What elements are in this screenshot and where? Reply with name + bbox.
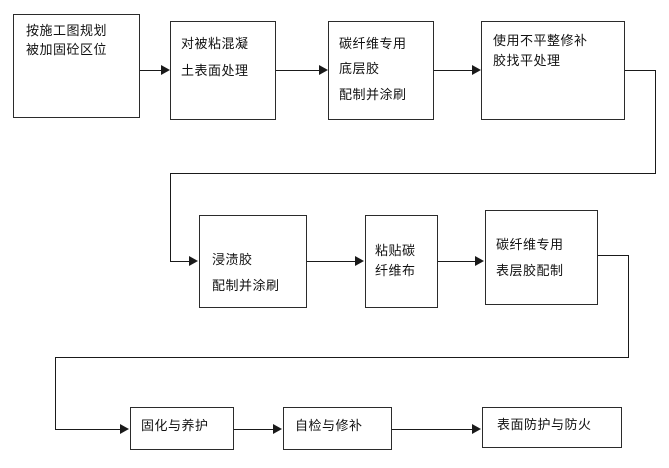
edge-6-arrowhead-icon bbox=[475, 256, 484, 266]
edge-2-arrowhead-icon bbox=[319, 65, 328, 75]
edge-7-segment-right bbox=[598, 255, 629, 256]
edge-2-segment bbox=[276, 70, 319, 71]
node-10-line-1: 表面防护与防火 bbox=[497, 418, 592, 433]
process-node-4[interactable]: 使用不平整修补 胶找平处理 bbox=[481, 21, 625, 120]
node-2-line-2: 土表面处理 bbox=[181, 63, 249, 79]
edge-1-segment bbox=[140, 70, 161, 71]
node-9-line-1: 自检与修补 bbox=[295, 419, 363, 434]
edge-6-segment bbox=[438, 261, 475, 262]
edge-4-segment-down2 bbox=[170, 173, 171, 261]
node-5-line-2: 配制并涂刷 bbox=[212, 279, 280, 294]
process-node-3[interactable]: 碳纤维专用 底层胶 配制并涂刷 bbox=[328, 21, 434, 120]
node-3-line-1: 碳纤维专用 bbox=[339, 37, 407, 52]
edge-4-segment-left bbox=[170, 173, 656, 174]
edge-4-segment-into-node bbox=[170, 261, 189, 262]
edge-7-segment-down bbox=[628, 255, 629, 357]
edge-4-segment-right bbox=[625, 70, 656, 71]
node-6-line-2: 纤维布 bbox=[375, 264, 416, 280]
edge-7-arrowhead-icon bbox=[120, 424, 129, 434]
node-4-line-1: 使用不平整修补 bbox=[493, 34, 588, 49]
edge-8-segment bbox=[234, 429, 273, 430]
node-6-line-1: 粘贴碳 bbox=[375, 244, 416, 259]
node-2-line-1: 对被粘混凝 bbox=[181, 37, 249, 52]
edge-5-arrowhead-icon bbox=[355, 256, 364, 266]
node-8-line-1: 固化与养护 bbox=[141, 419, 209, 434]
process-node-5[interactable]: 浸渍胶 配制并涂刷 bbox=[199, 215, 307, 308]
edge-9-segment bbox=[392, 429, 472, 430]
edge-8-arrowhead-icon bbox=[273, 424, 282, 434]
process-node-8[interactable]: 固化与养护 bbox=[130, 407, 234, 450]
edge-1-arrowhead-icon bbox=[161, 65, 170, 75]
edge-9-arrowhead-icon bbox=[472, 424, 481, 434]
edge-3-arrowhead-icon bbox=[472, 65, 481, 75]
process-node-10[interactable]: 表面防护与防火 bbox=[482, 407, 622, 448]
edge-5-segment bbox=[307, 261, 355, 262]
node-4-line-2: 胶找平处理 bbox=[493, 54, 561, 70]
edge-4-segment-down bbox=[655, 70, 656, 173]
process-node-7[interactable]: 碳纤维专用 表层胶配制 bbox=[485, 210, 598, 305]
node-1-line-2: 被加固砼区位 bbox=[26, 42, 108, 58]
edge-7-segment-down2 bbox=[55, 357, 56, 429]
node-1-line-1: 按施工图规划 bbox=[26, 24, 108, 39]
edge-7-segment-left bbox=[55, 357, 629, 358]
node-7-line-1: 碳纤维专用 bbox=[496, 238, 564, 253]
node-3-line-2: 底层胶 bbox=[339, 62, 380, 78]
node-5-line-1: 浸渍胶 bbox=[212, 253, 253, 268]
process-node-1[interactable]: 按施工图规划 被加固砼区位 bbox=[13, 14, 140, 118]
process-node-6[interactable]: 粘贴碳 纤维布 bbox=[365, 215, 438, 308]
edge-3-segment bbox=[434, 70, 472, 71]
process-node-9[interactable]: 自检与修补 bbox=[283, 407, 392, 450]
edge-4-arrowhead-icon bbox=[189, 256, 198, 266]
process-node-2[interactable]: 对被粘混凝 土表面处理 bbox=[170, 21, 276, 120]
edge-7-segment-into-node bbox=[55, 429, 120, 430]
node-3-line-3: 配制并涂刷 bbox=[339, 87, 407, 103]
node-7-line-2: 表层胶配制 bbox=[496, 264, 564, 279]
